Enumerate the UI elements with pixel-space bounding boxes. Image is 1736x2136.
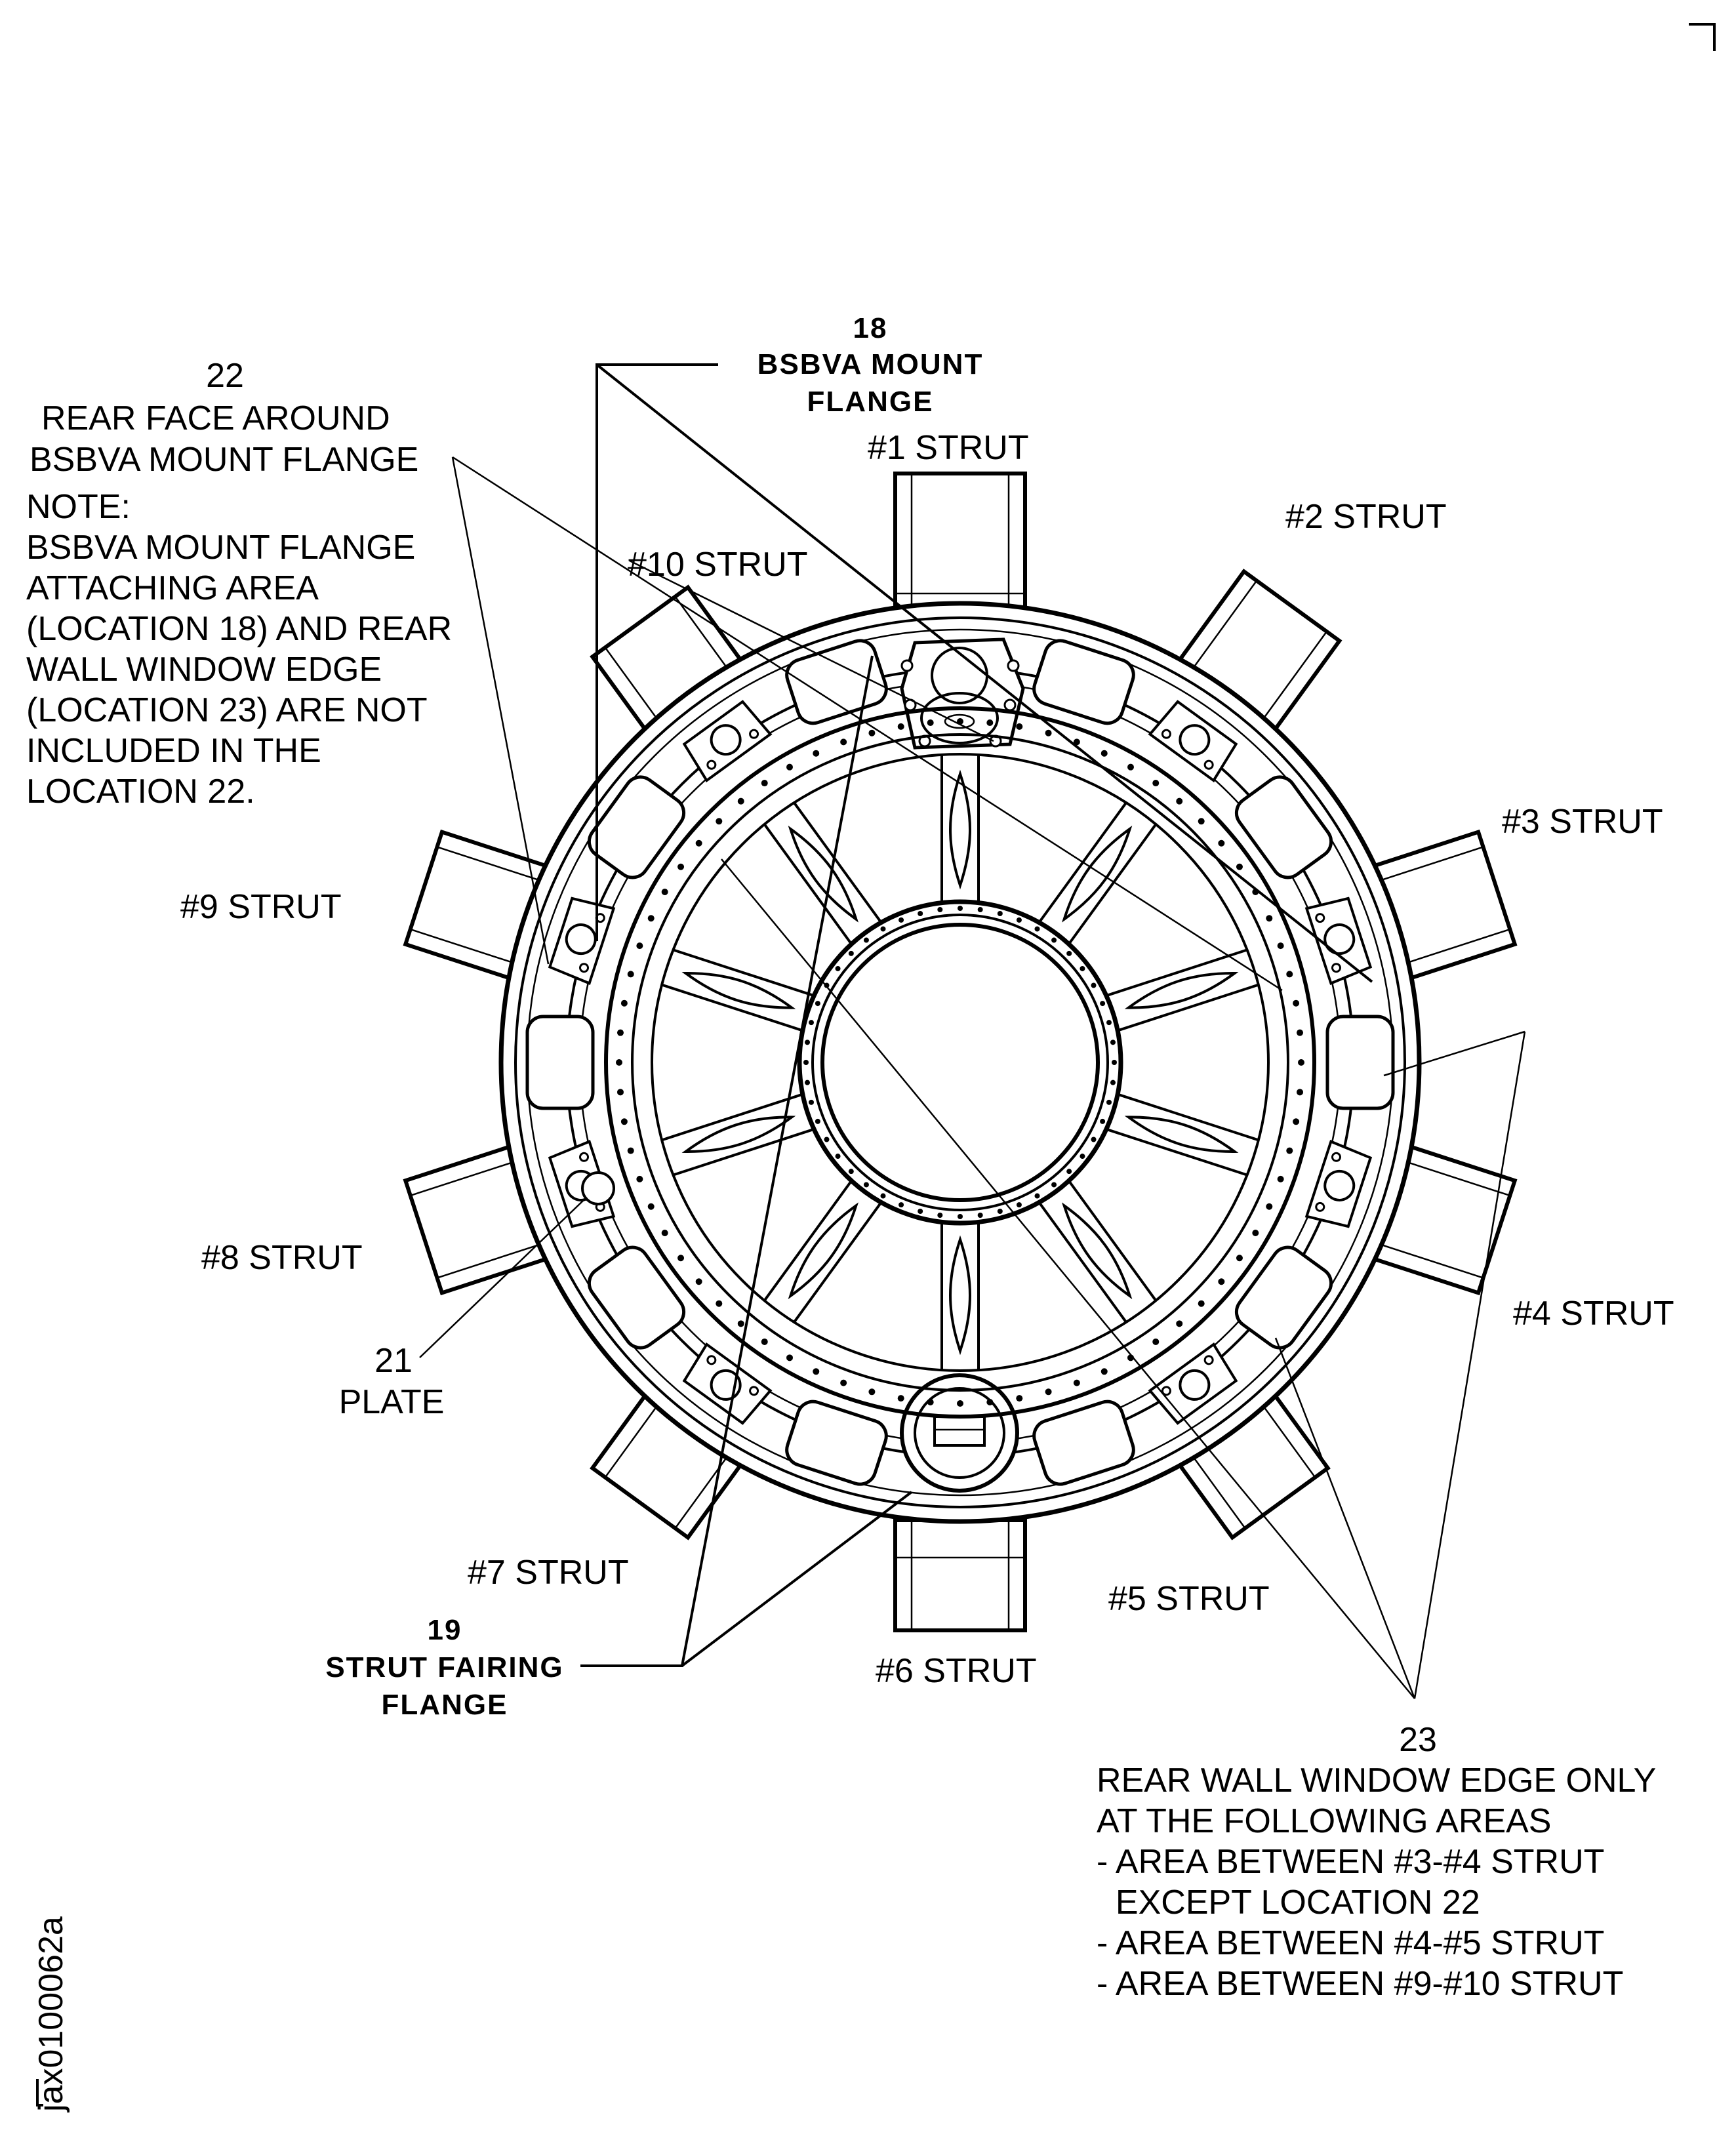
label-strut-1: #1 STRUT <box>868 429 1029 467</box>
label-22-line1: REAR FACE AROUND <box>41 399 390 437</box>
radial-rib <box>660 1093 814 1177</box>
label-strut-4: #4 STRUT <box>1513 1295 1674 1333</box>
note-title: NOTE: <box>26 488 131 526</box>
window-panel <box>1325 1015 1395 1110</box>
note-line: WALL WINDOW EDGE <box>26 651 382 689</box>
radial-rib <box>1106 948 1260 1032</box>
note-line: (LOCATION 18) AND REAR <box>26 610 452 648</box>
note-line: BSBVA MOUNT FLANGE <box>26 529 415 567</box>
window-panel <box>1032 639 1135 725</box>
hub-bolts <box>803 906 1117 1219</box>
mount-pad <box>682 700 773 782</box>
label-23-num: 23 <box>1399 1721 1437 1759</box>
radial-rib <box>940 1223 980 1371</box>
window-panel <box>1032 1400 1135 1486</box>
label-23-line: - AREA BETWEEN #4-#5 STRUT <box>1097 1924 1604 1962</box>
label-18-line2: FLANGE <box>807 386 934 418</box>
label-23-line: - AREA BETWEEN #9-#10 STRUT <box>1097 1965 1623 2003</box>
label-23-line: EXCEPT LOCATION 22 <box>1097 1884 1480 1922</box>
label-strut-2: #2 STRUT <box>1285 498 1447 536</box>
radial-rib <box>763 801 882 944</box>
label-strut-3: #3 STRUT <box>1502 803 1663 841</box>
label-21: 21 PLATE <box>339 1342 445 1421</box>
label-22: 22 REAR FACE AROUND BSBVA MOUNT FLANGE <box>30 357 418 479</box>
radial-rib <box>763 1180 882 1323</box>
mount-pad <box>1304 897 1373 986</box>
frame-assembly <box>403 472 1518 1632</box>
label-19-line1: STRUT FAIRING <box>325 1651 563 1683</box>
rear-wall-windows <box>525 639 1395 1486</box>
label-21-num: 21 <box>374 1342 413 1380</box>
note-line: LOCATION 22. <box>26 773 255 811</box>
label-19: 19 STRUT FAIRING FLANGE <box>325 1614 563 1721</box>
inner-ring <box>604 706 1316 1419</box>
label-18-line1: BSBVA MOUNT <box>757 348 984 380</box>
plate-21-marker <box>581 1171 615 1205</box>
label-21-name: PLATE <box>339 1383 445 1421</box>
inner-ring-bolts <box>616 718 1304 1407</box>
note-line: INCLUDED IN THE <box>26 732 321 770</box>
radial-rib <box>660 948 814 1032</box>
window-panel <box>785 639 888 725</box>
label-strut-10: #10 STRUT <box>628 546 808 584</box>
label-22-num: 22 <box>206 357 244 395</box>
window-panel <box>1234 775 1333 879</box>
note-line: (LOCATION 23) ARE NOT <box>26 691 428 729</box>
label-18: 18 BSBVA MOUNT FLANGE <box>757 312 984 418</box>
label-strut-7: #7 STRUT <box>468 1554 629 1592</box>
crop-marks <box>36 23 1716 2106</box>
label-strut-5: #5 STRUT <box>1108 1580 1270 1618</box>
figure-id: jax0100062a <box>32 1916 70 2113</box>
mount-pad <box>1148 700 1238 782</box>
window-panel <box>785 1400 888 1486</box>
label-19-num: 19 <box>428 1614 462 1646</box>
label-22-line2: BSBVA MOUNT FLANGE <box>30 441 418 479</box>
radial-rib <box>1106 1093 1260 1177</box>
window-panel <box>587 1245 686 1350</box>
label-23-line: AT THE FOLLOWING AREAS <box>1097 1802 1552 1840</box>
label-strut-6: #6 STRUT <box>876 1652 1037 1690</box>
label-strut-8: #8 STRUT <box>201 1239 363 1277</box>
label-23-line: REAR WALL WINDOW EDGE ONLY <box>1097 1762 1656 1800</box>
label-strut-9: #9 STRUT <box>180 888 342 926</box>
radial-rib <box>1038 1180 1158 1323</box>
label-19-line2: FLANGE <box>382 1689 508 1721</box>
radial-rib <box>940 754 980 902</box>
leader-lines <box>419 363 1526 1699</box>
radial-ribs <box>660 754 1260 1371</box>
label-18-num: 18 <box>853 312 888 344</box>
mount-pad <box>1304 1139 1373 1228</box>
window-panel <box>587 775 686 879</box>
label-23-line: - AREA BETWEEN #3-#4 STRUT <box>1097 1843 1604 1881</box>
center-hub <box>797 899 1123 1226</box>
window-panel <box>1234 1245 1333 1350</box>
bottom-access-port <box>900 1373 1019 1493</box>
strut-6-bar <box>893 1518 1027 1632</box>
window-panel <box>525 1015 595 1110</box>
note-line: ATTACHING AREA <box>26 569 319 607</box>
